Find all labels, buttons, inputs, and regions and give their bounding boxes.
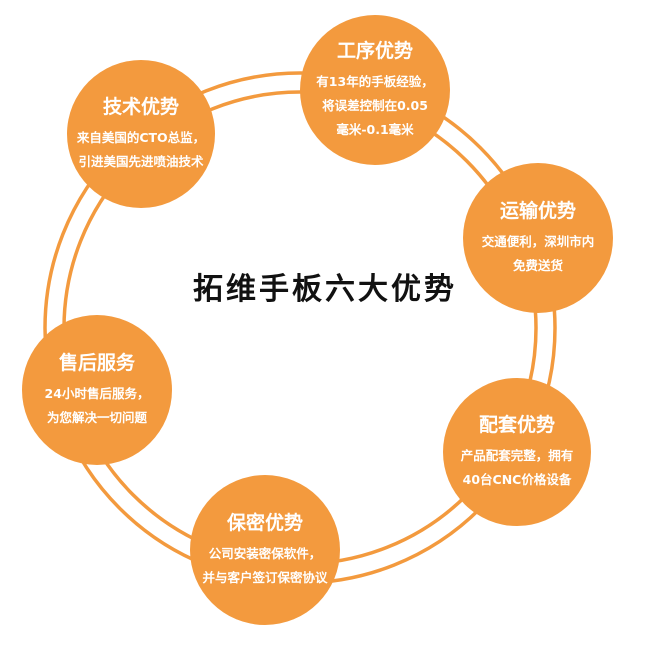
node-text-line: 交通便利，深圳市内 [481, 234, 595, 249]
node-text-line: 免费送货 [512, 258, 563, 273]
node-text-line: 有13年的手板经验， [316, 74, 434, 89]
node-text-line: 引进美国先进喷油技术 [78, 154, 204, 169]
node-text-line: 毫米-0.1毫米 [336, 122, 414, 137]
node-text-line: 产品配套完整，拥有 [460, 448, 574, 463]
node-process-advantage: 工序优势 有13年的手板经验， 将误差控制在0.05 毫米-0.1毫米 [300, 15, 450, 165]
node-title: 售后服务 [58, 352, 135, 374]
node-title: 配套优势 [478, 414, 555, 436]
node-tech-advantage: 技术优势 来自美国的CTO总监， 引进美国先进喷油技术 [67, 60, 215, 208]
node-text-line: 来自美国的CTO总监， [76, 130, 206, 145]
node-matching-advantage: 配套优势 产品配套完整，拥有 40台CNC价格设备 [443, 378, 591, 526]
node-title: 技术优势 [102, 96, 179, 118]
node-secrecy-advantage: 保密优势 公司安装密保软件， 并与客户签订保密协议 [190, 475, 340, 625]
node-after-sales-service: 售后服务 24小时售后服务， 为您解决一切问题 [22, 315, 172, 465]
node-title: 运输优势 [499, 200, 576, 222]
node-text-line: 并与客户签订保密协议 [202, 570, 328, 585]
node-title: 保密优势 [226, 512, 303, 534]
node-text-line: 将误差控制在0.05 [322, 98, 428, 113]
center-title: 拓维手板六大优势 [193, 272, 457, 307]
node-text-line: 为您解决一切问题 [46, 410, 147, 425]
node-title: 工序优势 [336, 40, 413, 62]
node-text-line: 24小时售后服务， [44, 386, 150, 401]
node-text-line: 40台CNC价格设备 [462, 472, 572, 487]
node-text-line: 公司安装密保软件， [208, 546, 322, 561]
node-transport-advantage: 运输优势 交通便利，深圳市内 免费送货 [463, 163, 613, 313]
